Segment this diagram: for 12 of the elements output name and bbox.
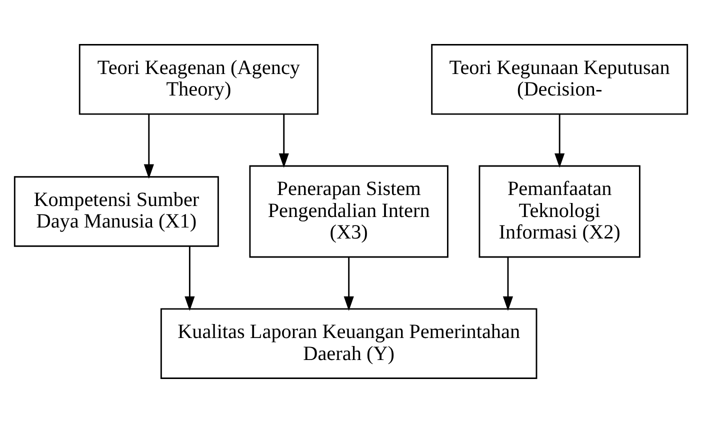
node-box: Pemanfaatan Teknologi Informasi (X2) [478,164,640,258]
arrow [278,114,289,168]
arrow [184,246,195,310]
node-box: Teori Keagenan (Agency Theory) [78,44,319,114]
node-box: Kualitas Laporan Keuangan Pemerintahan Daerah (Y) [160,308,538,378]
arrow [344,256,354,310]
arrow [144,114,154,178]
arrow [502,256,514,310]
node-box: Teori Kegunaan Keputusan (Decision- [431,44,688,114]
node-box: Penerapan Sistem Pengendalian Intern (X3) [249,164,448,258]
arrow [554,114,565,168]
node-box: Kompetensi Sumber Daya Manusia (X1) [14,176,219,246]
